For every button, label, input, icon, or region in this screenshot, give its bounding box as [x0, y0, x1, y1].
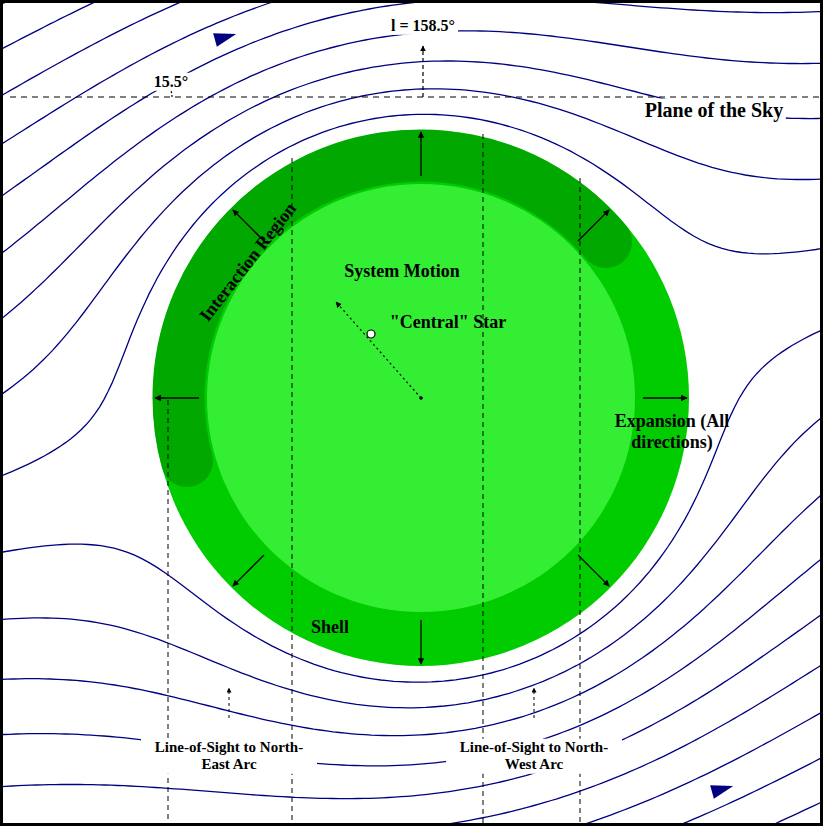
field-line — [2, 374, 821, 824]
field-line — [2, 146, 821, 787]
field-line — [2, 9, 821, 650]
field-line — [2, 238, 821, 824]
longitude-label: l = 158.5° — [388, 17, 458, 35]
region-label: Interaction Region — [195, 199, 300, 326]
field-line — [2, 2, 821, 468]
sky-plane — [10, 46, 821, 97]
field-line — [2, 2, 821, 514]
field-line — [2, 2, 821, 378]
expansion-arrows — [155, 132, 687, 664]
star-label: "Central" Star — [390, 312, 506, 333]
angle-label: 15.5° — [151, 73, 191, 91]
field-line — [2, 2, 821, 154]
interaction-region — [178, 155, 606, 461]
expansion-arrow — [420, 132, 421, 176]
field-line — [2, 192, 821, 824]
motion-label: System Motion — [344, 261, 460, 282]
field-line — [2, 2, 821, 333]
expansion-arrow — [643, 397, 687, 398]
expansion-arrow — [420, 620, 421, 664]
field-line — [2, 599, 821, 824]
field-line — [2, 509, 821, 824]
shell-label: Shell — [311, 617, 349, 638]
field-line — [2, 101, 821, 742]
expansion-label: Expansion (All directions) — [577, 411, 767, 452]
central-star — [367, 330, 375, 338]
field-line — [2, 2, 821, 198]
expansion-arrow — [578, 210, 609, 241]
field-line — [2, 55, 821, 696]
field-line — [2, 2, 821, 288]
field-line — [2, 329, 821, 824]
field-line — [2, 2, 821, 109]
field-line — [2, 554, 821, 824]
expansion-arrow — [578, 555, 609, 586]
sky-plane-label: Plane of the Sky — [642, 99, 786, 122]
field-line — [2, 464, 821, 824]
field-line — [2, 2, 821, 559]
shell — [153, 130, 689, 666]
field-line — [2, 2, 821, 243]
expansion-arrow — [233, 555, 264, 586]
expansion-arrow — [155, 397, 199, 398]
sight-label: Line-of-Sight to North-East Arc — [141, 739, 317, 774]
field-line — [2, 2, 821, 605]
field-line — [2, 283, 821, 824]
field-line — [2, 643, 821, 824]
sight-label: Line-of-Sight to North-West Arc — [446, 739, 622, 774]
nebula — [153, 130, 689, 666]
field-line — [2, 2, 821, 423]
sight-lines — [168, 134, 580, 826]
field-line — [2, 419, 821, 824]
